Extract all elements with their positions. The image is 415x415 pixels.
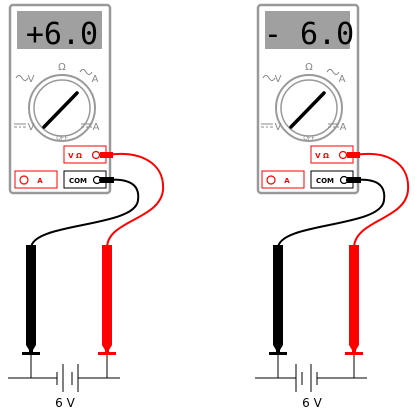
jack-amps-label: A — [284, 177, 290, 185]
multimeter-right: - 6.0 Ω V A V A OFF V Ω A COM — [256, 3, 360, 195]
lcd-display — [17, 11, 102, 49]
red-lead-wire — [99, 153, 165, 249]
battery-right: 6 V — [255, 355, 367, 410]
battery-left: 6 V — [8, 355, 120, 410]
dial-pointer — [42, 91, 79, 129]
test-leads-right — [269, 152, 410, 355]
jack-socket-icon — [19, 175, 29, 185]
ac-wave-icon — [326, 69, 340, 75]
red-probe-plug — [347, 152, 360, 158]
jack-amps-label: A — [37, 177, 43, 185]
test-leads-left — [22, 152, 165, 355]
dial-label-dc-amps: A — [340, 122, 347, 133]
jack-socket-icon — [338, 150, 348, 160]
red-probe — [349, 245, 359, 345]
jack-v-ohm-label: V Ω — [68, 152, 82, 160]
ac-wave-icon — [262, 75, 276, 81]
dial-label-dc-amps: A — [93, 122, 100, 133]
dial-label-ac-amps: A — [92, 74, 99, 85]
dial-label-ohm: Ω — [305, 62, 313, 73]
red-probe — [102, 245, 112, 345]
dc-symbol-icon — [14, 123, 26, 128]
black-probe — [273, 245, 283, 345]
ac-wave-icon — [15, 75, 29, 81]
dc-symbol-icon — [81, 123, 92, 128]
black-lead-wire — [30, 178, 140, 249]
black-probe-plug — [100, 177, 114, 183]
jack-socket-icon — [91, 150, 101, 160]
dial-label-off: OFF — [303, 135, 315, 142]
ac-wave-icon — [79, 69, 93, 75]
jack-socket-icon — [266, 175, 276, 185]
black-lead-wire — [277, 178, 386, 249]
battery-voltage-label: 6 V — [302, 396, 322, 410]
dial-label-dc-volts: V — [275, 122, 282, 133]
display-reading: +6.0 — [26, 17, 98, 52]
dial-label-off: OFF — [56, 135, 68, 142]
lcd-display — [265, 11, 350, 49]
red-probe-plug — [100, 152, 113, 158]
dial-label-ac-volts: V — [28, 74, 35, 85]
display-reading: - 6.0 — [264, 17, 354, 52]
dial-label-ac-volts: V — [275, 74, 282, 85]
dc-symbol-icon — [328, 123, 339, 128]
jack-com-label: COM — [316, 177, 334, 185]
multimeter-left: +6.0 Ω V A V A OFF V Ω A — [8, 3, 112, 195]
black-probe — [26, 245, 36, 345]
dial-pointer — [289, 91, 326, 129]
jack-com-label: COM — [69, 177, 87, 185]
dial-label-ohm: Ω — [58, 62, 66, 73]
dc-symbol-icon — [261, 123, 273, 128]
black-probe-plug — [347, 177, 361, 183]
battery-voltage-label: 6 V — [55, 396, 75, 410]
red-lead-wire — [346, 153, 410, 249]
jack-v-ohm-label: V Ω — [315, 152, 329, 160]
dial-label-ac-amps: A — [339, 74, 346, 85]
dial-label-dc-volts: V — [28, 122, 35, 133]
